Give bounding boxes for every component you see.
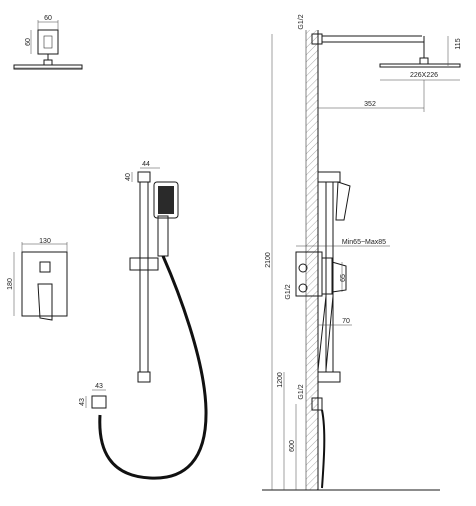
rail-bottom-bracket [137,371,151,383]
dim-handset-offset: 40 [125,173,132,181]
dim-total-height: 2100 [265,252,272,268]
slide-rail [139,181,149,373]
hand-shower-head [153,181,179,219]
hose-side [321,409,326,489]
hand-shower-face [158,186,174,214]
rail-slider [129,257,159,271]
wall-hatch [306,30,318,490]
dim-head-arm-height: 60 [25,38,32,46]
hose-outlet [91,395,107,409]
valve-spout [37,283,53,321]
valve-port-top [298,263,308,273]
shower-head-top-view: 60 60 [13,15,83,70]
riser-lower-a [317,295,327,371]
dim-valve-height: 180 [7,278,14,290]
side-elevation: G1/2 115 226X226 352 Min65~Max85 65 G1/2… [262,14,462,491]
riser-top-bracket [317,171,341,183]
head-arm-inner [43,35,53,49]
label-top-thread: G1/2 [298,14,305,29]
dim-handset-width: 44 [142,161,150,168]
dim-head-drop: 115 [455,38,462,49]
dim-valve-outlet: 65 [340,274,347,282]
shower-head-plate [13,64,83,70]
hand-shower-handle [157,215,169,257]
riser-lower-b [325,295,334,371]
label-valve-thread: G1/2 [285,284,292,299]
rail-top-bracket [137,171,151,183]
shower-hose [98,255,208,480]
head-connector [43,59,53,66]
dim-hose-outlet-height: 43 [79,398,86,406]
riser-bottom-bracket [317,371,341,383]
dim-embed-depth: Min65~Max85 [342,239,386,246]
valve-knob [39,261,51,273]
valve-port-bottom [298,283,308,293]
valve-handle-side [331,261,347,293]
dim-valve-offset: 70 [342,318,350,325]
dim-hose-outlet-width: 43 [95,383,103,390]
dim-bottom-height: 600 [289,440,296,452]
head-arm-block [37,29,59,55]
hose-outlet-side [311,397,323,411]
valve-trim-side [321,257,333,295]
hand-shower-side [335,181,351,221]
dim-head-size: 226X226 [410,72,438,79]
dim-head-arm-width: 60 [44,15,52,22]
head-connector-side [419,57,429,65]
label-bottom-thread: G1/2 [298,384,305,399]
valve-cover-plate [21,251,68,317]
shower-head-side [379,63,461,68]
slide-rail-assembly: 44 40 43 43 [79,161,208,480]
dim-mid-height: 1200 [277,372,284,388]
dim-valve-width: 130 [39,238,51,245]
dim-arm-reach: 352 [364,101,376,108]
valve-front-view: 130 180 [7,238,68,321]
arm-wall-flange [311,33,323,45]
